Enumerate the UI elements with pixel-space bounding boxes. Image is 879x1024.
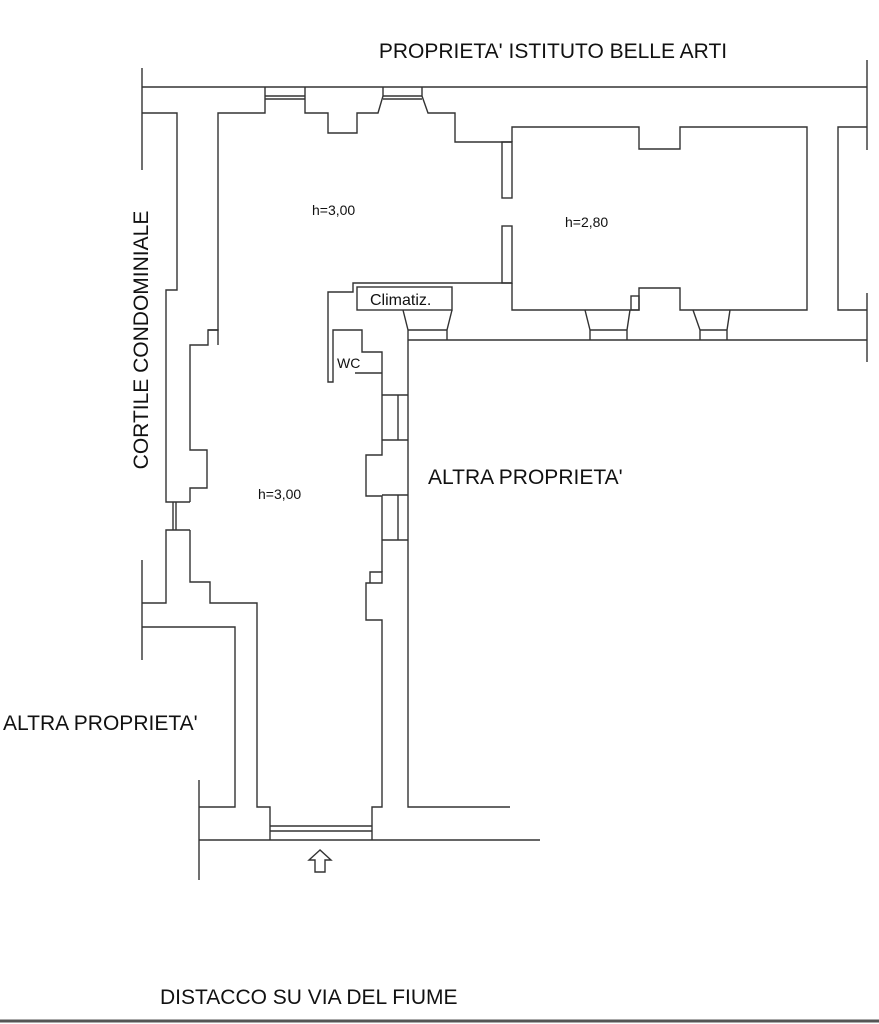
label-street: DISTACCO SU VIA DEL FIUME: [160, 986, 458, 1009]
room-height-lower-hall: h=3,00: [258, 486, 301, 502]
room-height-upper-hall: h=3,00: [312, 202, 355, 218]
label-top-property: PROPRIETA' ISTITUTO BELLE ARTI: [379, 40, 727, 63]
label-wc: WC: [337, 355, 360, 371]
entrance-arrow-icon: [307, 849, 333, 873]
room-height-right-room: h=2,80: [565, 214, 608, 230]
label-courtyard: CORTILE CONDOMINIALE: [130, 211, 153, 470]
label-other-property-right: ALTRA PROPRIETA': [428, 466, 623, 489]
walls: [0, 60, 879, 1023]
label-other-property-left: ALTRA PROPRIETA': [3, 712, 198, 735]
label-climatiz: Climatiz.: [370, 292, 431, 309]
